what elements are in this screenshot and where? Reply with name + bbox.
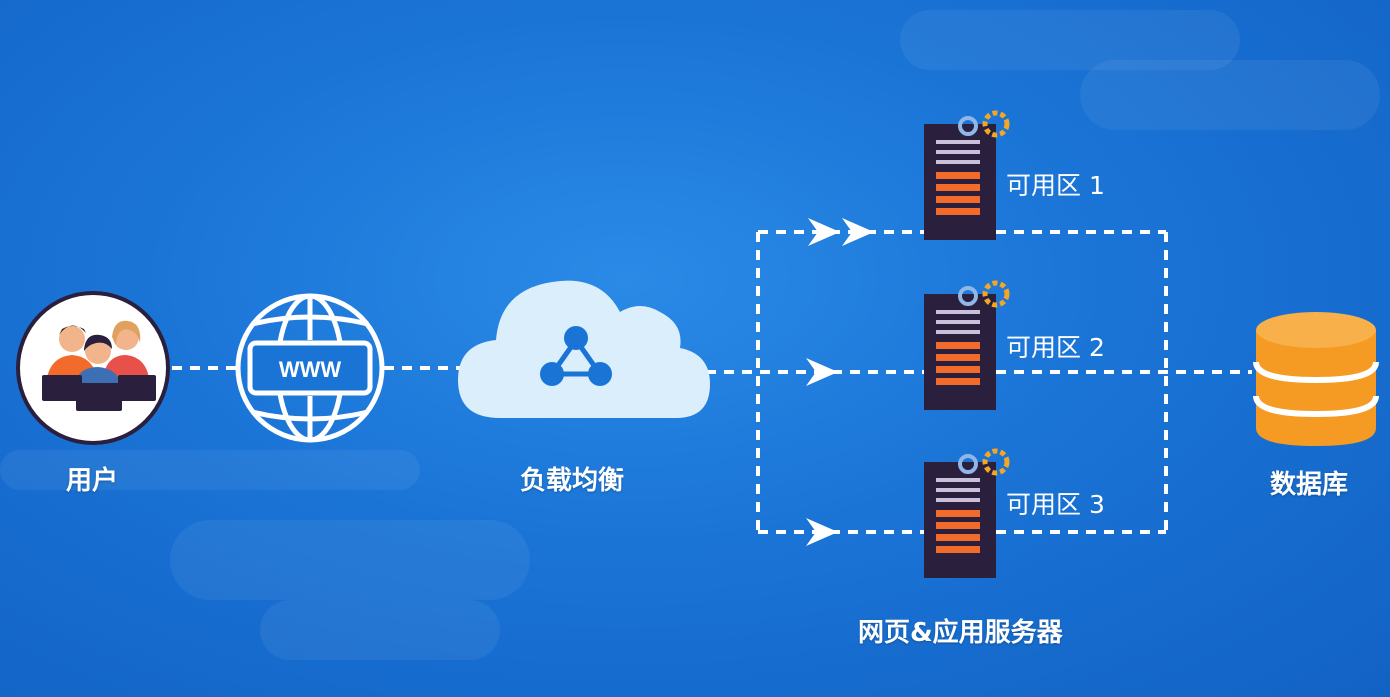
gear-icon [982, 110, 1010, 138]
users-avatar [16, 291, 170, 445]
server-zone-3 [924, 448, 1010, 578]
background-cloud [260, 600, 500, 660]
zone-1-label: 可用区 1 [1006, 171, 1105, 200]
www-label: WWW [279, 357, 342, 382]
gear-icon [982, 448, 1010, 476]
server-zone-2 [924, 280, 1010, 410]
background-cloud [170, 520, 530, 600]
users-group-icon [42, 320, 156, 411]
connector-lines [172, 230, 1252, 534]
arrow-heads [806, 218, 874, 546]
users-label: 用户 [66, 466, 119, 496]
load-balancer-label: 负载均衡 [520, 466, 625, 496]
zone-2-label: 可用区 2 [1006, 333, 1105, 362]
www-badge [247, 340, 373, 396]
arrow-icon [806, 518, 838, 546]
arrow-icon [842, 218, 874, 246]
gear-icon [958, 286, 978, 306]
arrow-icon [808, 218, 840, 246]
gear-icon [958, 454, 978, 474]
arrow-icon [806, 358, 838, 386]
load-balancer-cloud-icon [458, 280, 710, 418]
servers-label: 网页&应用服务器 [858, 618, 1063, 648]
database-label: 数据库 [1270, 470, 1349, 500]
background-cloud [1080, 60, 1380, 130]
background-cloud [900, 10, 1240, 70]
database-icon [1253, 312, 1379, 446]
gear-icon [982, 280, 1010, 308]
gear-icon [958, 116, 978, 136]
zone-3-label: 可用区 3 [1006, 490, 1105, 519]
server-zone-1 [924, 110, 1010, 240]
background-cloud [0, 450, 420, 490]
